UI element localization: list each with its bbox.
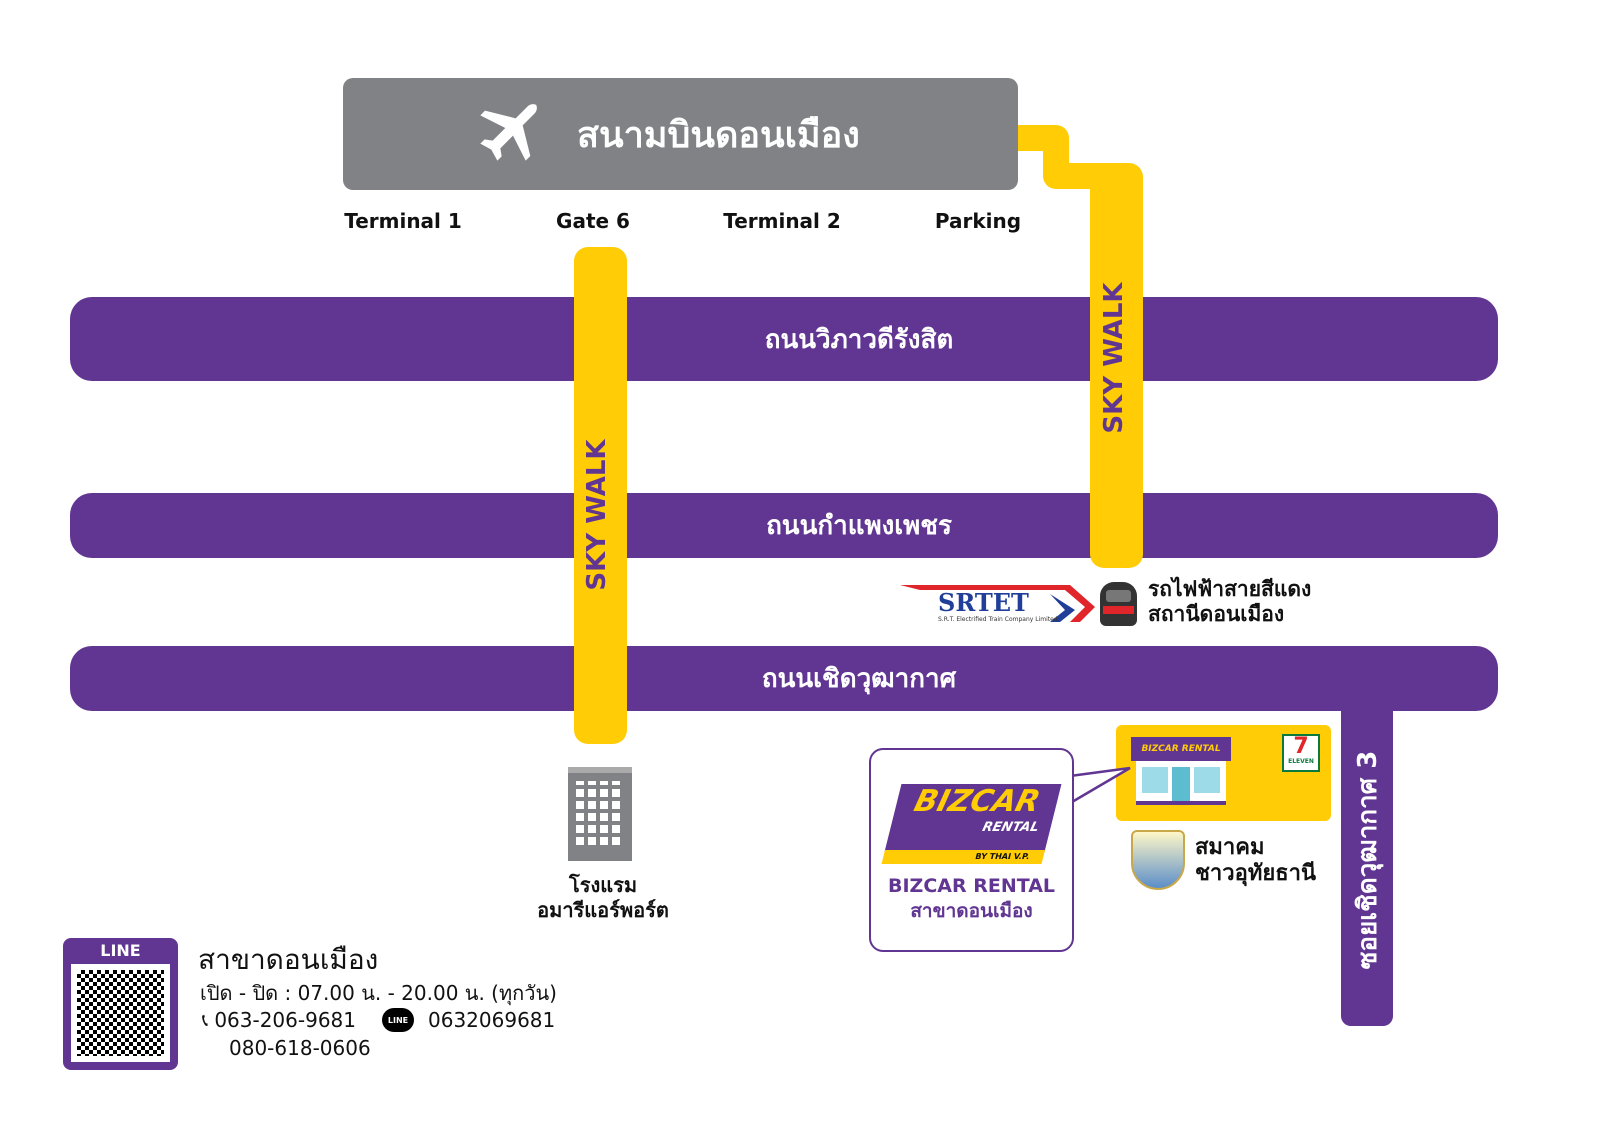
airplane-icon (480, 104, 537, 161)
bizcar-logo-by: BY THAI V.P. (881, 850, 1046, 864)
phone-number-2[interactable]: 080-618-0606 (229, 1036, 371, 1060)
bizcar-callout: BIZCAR RENTAL BY THAI V.P. BIZCAR RENTAL… (869, 748, 1074, 952)
bizcar-store-location[interactable]: BIZCAR RENTAL 7 ELEVEN (1116, 725, 1331, 821)
opening-hours: เปิด - ปิด : 07.00 น. - 20.00 น. (ทุกวัน… (200, 981, 557, 1005)
callout-pointer (1069, 766, 1131, 804)
gate-6-label: Gate 6 (556, 209, 630, 233)
seven-eleven-logo: 7 ELEVEN (1282, 734, 1320, 772)
skywalk-gate6-label: SKY WALK (582, 439, 612, 591)
hotel-building-icon (568, 767, 632, 861)
line-chat-icon: LINE (382, 1008, 414, 1032)
road-vibhavadi: ถนนวิภาวดีรังสิต (70, 297, 1498, 381)
train-station-name: สถานีดอนเมือง (1148, 602, 1285, 626)
seven-eleven-text: ELEVEN (1288, 758, 1314, 765)
train-line-name: รถไฟฟ้าสายสีแดง (1148, 577, 1312, 601)
srtet-logo: SRTET S.R.T. Electrified Train Company L… (900, 582, 1095, 627)
airport-box: สนามบินดอนเมือง (343, 78, 1018, 190)
terminal-2-label: Terminal 2 (723, 209, 841, 233)
skywalk-gate6 (574, 247, 627, 744)
hotel-label: โรงแรม อมารีแอร์พอร์ต (537, 873, 669, 923)
road-choet-wutthakat: ถนนเชิดวุฒากาศ (70, 646, 1498, 711)
road-kamphaeng-phet-label: ถนนกำแพงเพชร (766, 511, 952, 541)
bizcar-logo-main: BIZCAR (910, 784, 1044, 819)
srtet-logo-text: SRTET (938, 588, 1029, 617)
road-kamphaeng-phet: ถนนกำแพงเพชร (70, 493, 1498, 558)
association-emblem (1131, 830, 1185, 890)
callout-branch: สาขาดอนเมือง (910, 900, 1033, 922)
store-sign: BIZCAR RENTAL (1131, 737, 1231, 761)
skywalk-parking (1090, 163, 1143, 568)
srtet-logo-subtext: S.R.T. Electrified Train Company Limited (938, 616, 1058, 623)
hotel-label-line2: อมารีแอร์พอร์ต (537, 898, 669, 922)
association-label-line1: สมาคม (1195, 835, 1265, 860)
parking-label: Parking (934, 209, 1022, 233)
phone-icon: 📞︎ (202, 1009, 209, 1031)
bizcar-logo: BIZCAR RENTAL BY THAI V.P. (881, 784, 1062, 864)
terminal-1-label: Terminal 1 (344, 209, 462, 233)
line-qr-label: LINE (100, 941, 141, 960)
phone-number-1[interactable]: 063-206-9681 (214, 1008, 356, 1032)
contact-branch: สาขาดอนเมือง (198, 943, 379, 976)
road-vibhavadi-label: ถนนวิภาวดีรังสิต (764, 324, 954, 355)
association-label: สมาคม ชาวอุทัยธานี (1195, 835, 1316, 887)
soi-road-label: ซอยเชิดวุฒากาศ 3 (1353, 750, 1383, 970)
phone-row: 📞︎ 063-206-9681 LINE 0632069681 (202, 1008, 555, 1032)
skywalk-parking-label: SKY WALK (1099, 282, 1129, 434)
line-qr-card[interactable]: LINE (63, 938, 178, 1070)
train-station-label: รถไฟฟ้าสายสีแดง สถานีดอนเมือง (1148, 577, 1311, 627)
line-id[interactable]: 0632069681 (428, 1008, 556, 1032)
qr-code[interactable] (71, 964, 170, 1062)
storefront-icon (1136, 761, 1226, 805)
hotel-label-line1: โรงแรม (568, 873, 638, 897)
bizcar-logo-sub: RENTAL (980, 820, 1041, 835)
callout-text: BIZCAR RENTAL สาขาดอนเมือง (871, 874, 1072, 924)
airport-name: สนามบินดอนเมือง (577, 114, 860, 156)
soi-road (1341, 700, 1393, 1026)
road-choet-wutthakat-label: ถนนเชิดวุฒากาศ (761, 664, 957, 694)
callout-title: BIZCAR RENTAL (887, 875, 1056, 897)
train-icon (1100, 582, 1137, 626)
association-label-line2: ชาวอุทัยธานี (1195, 861, 1317, 886)
